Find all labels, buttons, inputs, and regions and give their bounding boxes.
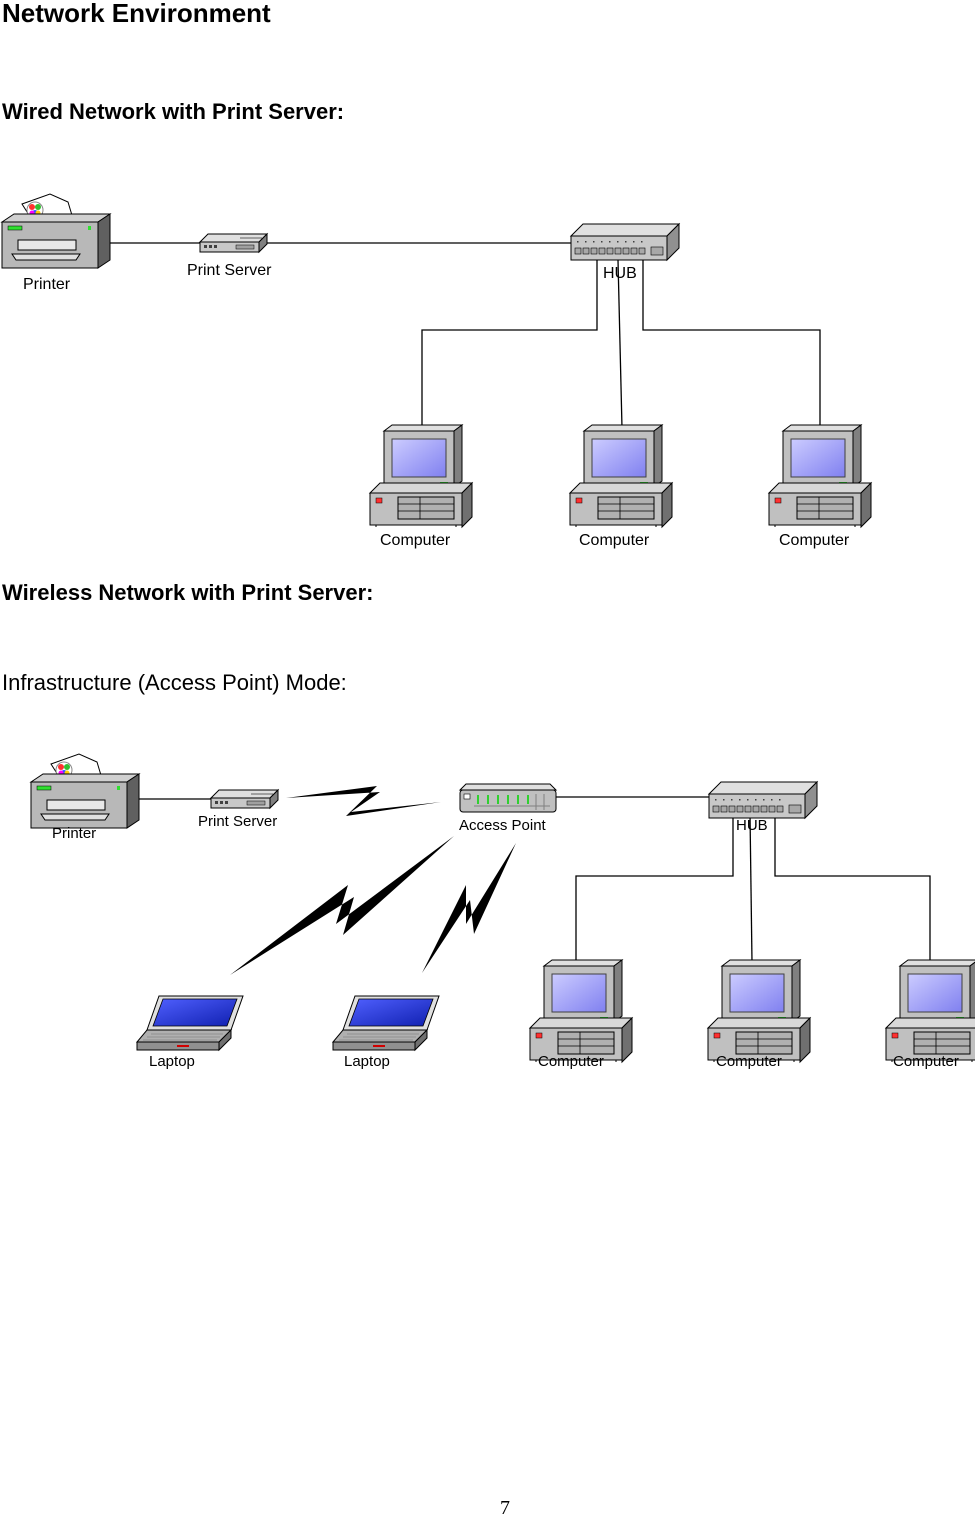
wireless-wired-connections bbox=[128, 796, 931, 963]
hub-icon bbox=[570, 223, 680, 261]
wireless-link-bolt bbox=[286, 786, 441, 816]
computer-icon bbox=[885, 959, 975, 1063]
wired-network-heading: Wired Network with Print Server: bbox=[2, 99, 345, 124]
computer-icon bbox=[529, 959, 633, 1063]
hub-icon bbox=[708, 781, 818, 819]
computer-icon bbox=[768, 424, 872, 528]
access-point-icon bbox=[459, 783, 557, 813]
page-number: 7 bbox=[500, 1497, 510, 1519]
wireless-link-bolt bbox=[230, 836, 454, 975]
computer-label: Computer bbox=[716, 1053, 782, 1070]
page-title: Network Environment bbox=[2, 0, 271, 28]
computer-icon bbox=[369, 424, 473, 528]
computer-label: Computer bbox=[380, 532, 451, 549]
laptop-label: Laptop bbox=[149, 1053, 195, 1070]
print-server-label: Print Server bbox=[187, 262, 272, 279]
hub-label: HUB bbox=[736, 817, 768, 834]
hub-label: HUB bbox=[603, 265, 637, 282]
infrastructure-mode-heading: Infrastructure (Access Point) Mode: bbox=[2, 670, 347, 695]
access-point-label: Access Point bbox=[459, 817, 547, 834]
print-server-icon bbox=[199, 233, 268, 253]
laptop-icon bbox=[136, 995, 244, 1051]
computer-label: Computer bbox=[893, 1053, 959, 1070]
printer-label: Printer bbox=[52, 825, 96, 842]
computer-label: Computer bbox=[538, 1053, 604, 1070]
print-server-label: Print Server bbox=[198, 813, 277, 830]
wired-diagram: Printer Print Server HUB Computer Comput… bbox=[1, 193, 872, 549]
printer-icon bbox=[1, 193, 111, 269]
printer-icon bbox=[30, 753, 140, 829]
computer-icon bbox=[569, 424, 673, 528]
wireless-network-heading: Wireless Network with Print Server: bbox=[2, 580, 374, 605]
wireless-link-bolt bbox=[422, 843, 516, 973]
computer-label: Computer bbox=[579, 532, 650, 549]
laptop-label: Laptop bbox=[344, 1053, 390, 1070]
computer-label: Computer bbox=[779, 532, 850, 549]
wireless-diagram: Printer Print Server Access Point HUB La… bbox=[30, 753, 975, 1070]
print-server-icon bbox=[210, 789, 279, 809]
computer-icon bbox=[707, 959, 811, 1063]
laptop-icon bbox=[332, 995, 440, 1051]
wired-connections bbox=[108, 242, 821, 429]
printer-label: Printer bbox=[23, 276, 71, 293]
